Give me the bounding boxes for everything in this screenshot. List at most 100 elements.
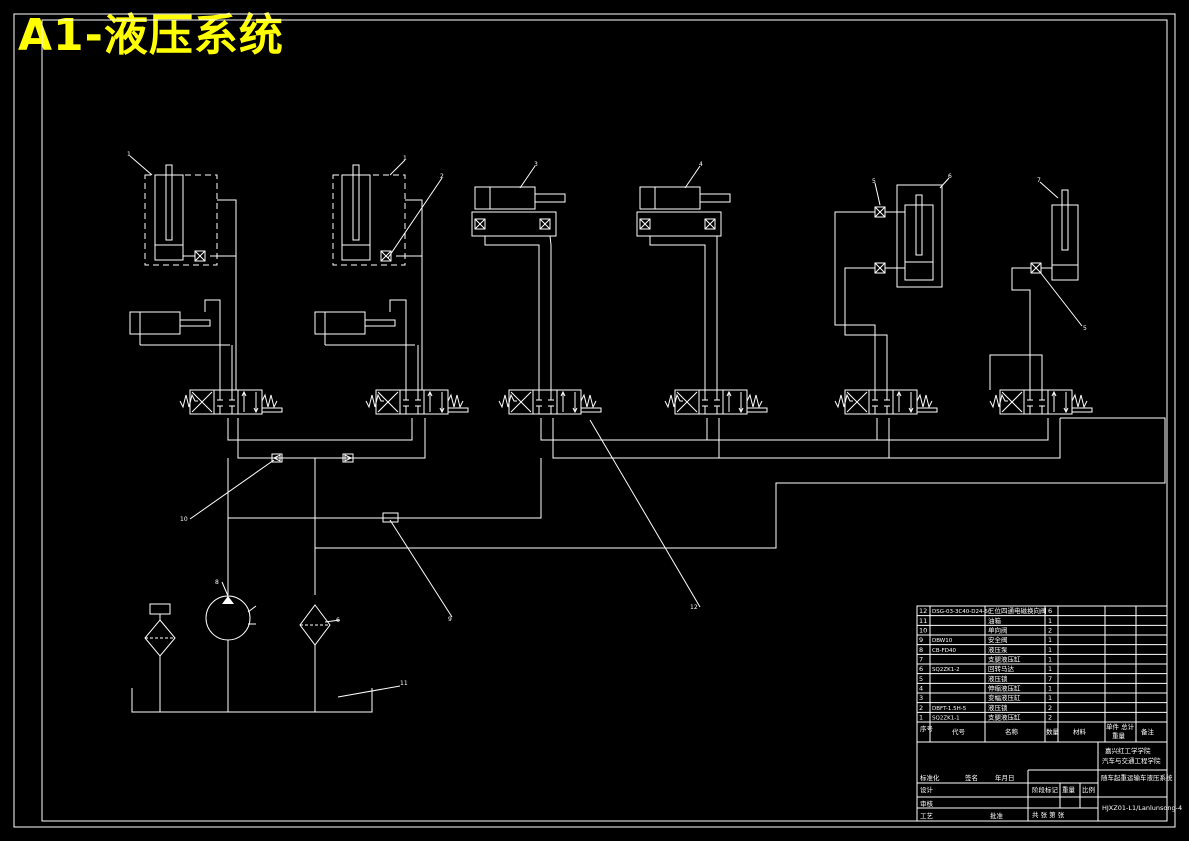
parts-cell-qty: 2: [1048, 714, 1052, 722]
svg-text:序号: 序号: [920, 724, 934, 733]
relief-valve-9: [382, 512, 399, 523]
parts-cell-qty: 1: [1048, 665, 1052, 673]
title-block: 序号 代号 名称 数量 材料 单件 总计 重量 备注 嘉兴红工学学院 汽车与交通…: [916, 721, 1182, 822]
parts-cell-qty: 2: [1048, 704, 1052, 712]
vertical-cylinder-2: [332, 164, 406, 266]
parts-cell-name: 伸缩液压缸: [988, 684, 1021, 693]
svg-text:共 张 第 张: 共 张 第 张: [1032, 810, 1065, 819]
parts-cell-no: 12: [919, 607, 927, 615]
parts-cell-no: 3: [919, 694, 923, 702]
outrigger-cylinder-7: [1030, 189, 1079, 281]
check-valve-10: [271, 453, 354, 463]
tank-11: [131, 688, 373, 713]
svg-text:9: 9: [448, 616, 452, 623]
svg-text:重量: 重量: [1112, 732, 1126, 740]
luffing-cylinder-3: [471, 186, 566, 237]
svg-text:随车起重运输车液压系统: 随车起重运输车液压系统: [1101, 773, 1173, 782]
svg-text:5: 5: [872, 178, 876, 185]
filter-6: [299, 604, 331, 712]
drawing-title: A1-液压系统: [18, 10, 284, 61]
svg-text:10: 10: [180, 516, 188, 523]
valve-6: [989, 389, 1093, 415]
parts-cell-name: 油箱: [988, 616, 1002, 625]
filter-left: [144, 603, 176, 712]
parts-cell-qty: 1: [1048, 617, 1052, 625]
svg-text:数量: 数量: [1046, 727, 1060, 736]
parts-cell-no: 10: [919, 627, 927, 635]
svg-text:7: 7: [1037, 177, 1041, 184]
parts-cell-qty: 1: [1048, 636, 1052, 644]
svg-text:阶段标记: 阶段标记: [1032, 785, 1059, 794]
svg-text:批准: 批准: [990, 811, 1004, 820]
parts-cell-name: 变幅液压缸: [988, 693, 1021, 702]
parts-cell-no: 6: [919, 665, 923, 673]
svg-text:单件 总计: 单件 总计: [1106, 722, 1135, 731]
svg-text:3: 3: [534, 161, 538, 168]
parts-cell-name: 单向阀: [988, 626, 1008, 635]
parts-cell-qty: 1: [1048, 685, 1052, 693]
horizontal-cylinder-1: [129, 311, 230, 346]
pump-8: [205, 595, 257, 712]
parts-cell-no: 8: [919, 646, 923, 654]
svg-text:2: 2: [440, 173, 444, 180]
valve-1: [179, 389, 283, 415]
valve-3: [498, 389, 602, 415]
parts-cell-code: DBW10: [932, 638, 953, 644]
vertical-cylinder-1: [144, 164, 218, 266]
parts-cell-code: SQ2ZK1-1: [932, 716, 960, 722]
svg-text:HJXZ01-L1/Lanlunsong-4: HJXZ01-L1/Lanlunsong-4: [1102, 804, 1182, 812]
svg-text:设计: 设计: [920, 785, 934, 794]
parts-cell-code: CB-FD40: [932, 648, 956, 654]
parts-cell-name: 液压泵: [988, 645, 1008, 654]
parts-cell-no: 11: [919, 617, 927, 625]
svg-text:1: 1: [403, 155, 407, 162]
svg-text:审核: 审核: [920, 799, 934, 808]
parts-cell-qty: 2: [1048, 627, 1052, 635]
svg-text:5: 5: [1083, 325, 1087, 332]
svg-text:比例: 比例: [1082, 785, 1095, 794]
svg-text:12: 12: [690, 604, 698, 611]
parts-cell-name: 液压锁: [988, 674, 1008, 683]
svg-text:1: 1: [127, 151, 131, 158]
parts-cell-name: 回转马达: [988, 664, 1015, 673]
parts-cell-no: 2: [919, 704, 923, 712]
parts-cell-name: 安全阀: [988, 635, 1008, 644]
horizontal-cylinder-2: [314, 311, 415, 346]
svg-text:6: 6: [948, 173, 952, 180]
parts-cell-name: 三位四通电磁换向阀: [988, 606, 1047, 615]
svg-text:备注: 备注: [1141, 727, 1155, 736]
parts-cell-qty: 1: [1048, 694, 1052, 702]
parts-cell-code: SQ2ZK1-2: [932, 667, 960, 673]
svg-text:重量: 重量: [1062, 786, 1076, 794]
valve-5: [834, 389, 938, 415]
parts-cell-qty: 1: [1048, 656, 1052, 664]
svg-text:8: 8: [215, 579, 219, 586]
svg-text:11: 11: [400, 680, 408, 687]
telescopic-cylinder-4: [636, 186, 731, 237]
parts-cell-name: 液压锁: [988, 703, 1008, 712]
parts-cell-code: DBFT-1.5H-5: [932, 706, 967, 712]
parts-cell-name: 支腿液压缸: [988, 655, 1021, 664]
parts-cell-no: 1: [919, 714, 923, 722]
cylinder-6: [874, 184, 943, 288]
valve-4: [664, 389, 768, 415]
parts-cell-no: 7: [919, 656, 923, 664]
svg-text:工艺: 工艺: [920, 812, 934, 820]
parts-cell-code: DSG-03-3C40-D24-50: [932, 609, 992, 615]
svg-text:材料: 材料: [1073, 727, 1087, 736]
parts-cell-qty: 7: [1048, 675, 1052, 683]
svg-text:签名: 签名: [965, 773, 978, 782]
svg-text:名称: 名称: [1005, 727, 1019, 736]
parts-cell-name: 支腿液压缸: [988, 713, 1021, 722]
svg-text:嘉兴红工学学院: 嘉兴红工学学院: [1105, 746, 1151, 755]
parts-cell-no: 9: [919, 636, 923, 644]
parts-cell-no: 5: [919, 675, 923, 683]
svg-text:标准化: 标准化: [920, 773, 940, 782]
parts-cell-no: 4: [919, 685, 923, 693]
svg-text:代号: 代号: [952, 727, 966, 736]
parts-cell-qty: 1: [1048, 646, 1052, 654]
valve-2: [365, 389, 469, 415]
svg-text:4: 4: [699, 161, 703, 168]
svg-text:年月日: 年月日: [995, 773, 1015, 782]
